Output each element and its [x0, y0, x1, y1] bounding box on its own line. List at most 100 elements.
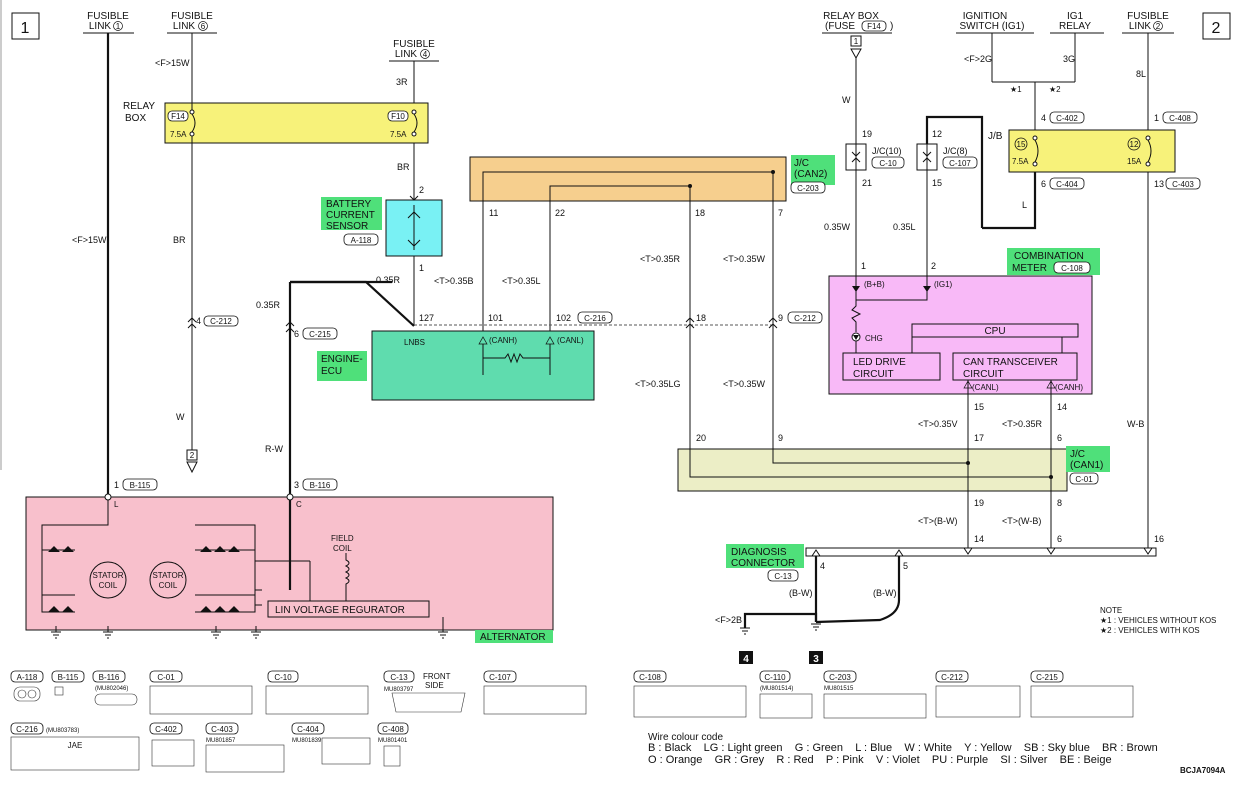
- svg-text:J/C: J/C: [1070, 449, 1085, 460]
- svg-text:C-10: C-10: [879, 159, 897, 168]
- svg-text:COIL: COIL: [99, 581, 118, 590]
- svg-text:2: 2: [419, 185, 424, 195]
- svg-text:C-403: C-403: [1172, 180, 1194, 189]
- svg-text:★2 : VEHICLES WITH KOS: ★2 : VEHICLES WITH KOS: [1100, 626, 1200, 635]
- svg-text:C-10: C-10: [274, 673, 292, 682]
- svg-text:<T>(W-B): <T>(W-B): [1002, 516, 1041, 526]
- svg-text:LINK: LINK: [173, 21, 196, 32]
- svg-text:8: 8: [1057, 498, 1062, 508]
- svg-text:J/B: J/B: [988, 131, 1003, 142]
- wire-fl6: <F>15W BR W 4 C-212 2: [155, 33, 239, 474]
- svg-text:4: 4: [196, 316, 201, 326]
- svg-text:19: 19: [974, 498, 984, 508]
- svg-text:20: 20: [696, 433, 706, 443]
- svg-text:SWITCH (IG1): SWITCH (IG1): [960, 21, 1025, 32]
- svg-text:<T>0.35L: <T>0.35L: [502, 276, 541, 286]
- jb: <F>2G 3G ★1 ★2 8L 4 C-402 1 C-408 J/B 15…: [964, 33, 1201, 548]
- svg-text:4: 4: [743, 654, 749, 665]
- svg-text:ALTERNATOR: ALTERNATOR: [480, 632, 546, 643]
- svg-text:<F>15W: <F>15W: [155, 58, 190, 68]
- svg-text:LNBS: LNBS: [404, 338, 425, 347]
- svg-text:F14: F14: [171, 112, 185, 121]
- svg-text:W: W: [176, 412, 185, 422]
- svg-text:(B-W): (B-W): [873, 588, 897, 598]
- relay-box-fuses: RELAY BOX F14 7.5A F10 7.5A: [123, 101, 418, 143]
- svg-text:<T>(B-W): <T>(B-W): [918, 516, 958, 526]
- svg-text:Wire colour code: Wire colour code: [648, 732, 723, 743]
- svg-text:FRONT: FRONT: [423, 672, 451, 681]
- svg-text:<F>2B: <F>2B: [715, 615, 742, 625]
- svg-text:LINK: LINK: [89, 21, 112, 32]
- svg-text:A-118: A-118: [351, 236, 372, 245]
- svg-text:(MU802046): (MU802046): [95, 686, 128, 692]
- page-number-left: 1: [21, 20, 30, 37]
- svg-text:C-107: C-107: [949, 159, 971, 168]
- svg-text:DIAGNOSIS: DIAGNOSIS: [731, 547, 787, 558]
- svg-text:COMBINATION: COMBINATION: [1014, 251, 1084, 262]
- svg-text:6: 6: [201, 22, 206, 31]
- svg-text:C-203: C-203: [797, 184, 819, 193]
- svg-text:O : Orange GR : Grey R :: O : Orange GR : Grey R : Red P : Pink V …: [648, 754, 1112, 766]
- svg-text:1: 1: [114, 480, 119, 490]
- svg-text:STATOR: STATOR: [92, 571, 123, 580]
- jc-can2-block: [469, 156, 787, 202]
- svg-text:LINK: LINK: [1129, 21, 1152, 32]
- svg-text:17: 17: [974, 433, 984, 443]
- svg-text:2: 2: [190, 451, 195, 460]
- svg-text:SIDE: SIDE: [425, 681, 444, 690]
- svg-text:C-13: C-13: [774, 572, 792, 581]
- svg-text:A-118: A-118: [17, 673, 38, 682]
- svg-text:(MU803783): (MU803783): [46, 728, 79, 734]
- svg-text:★2: ★2: [1049, 85, 1061, 94]
- svg-text:L: L: [114, 500, 119, 509]
- svg-text:C-215: C-215: [1036, 673, 1058, 682]
- svg-text:MU803797: MU803797: [384, 687, 414, 693]
- svg-text:LIN VOLTAGE REGURATOR: LIN VOLTAGE REGURATOR: [275, 605, 405, 616]
- svg-text:14: 14: [1057, 402, 1067, 412]
- svg-text:15A: 15A: [1127, 157, 1142, 166]
- jc-can1: J/C (CAN1) C-01 20 9 17 6 19 8 <T>(B-W) …: [689, 433, 1110, 548]
- svg-text:6: 6: [1057, 534, 1062, 544]
- svg-text:8L: 8L: [1136, 69, 1146, 79]
- svg-text:1: 1: [854, 37, 859, 46]
- engine-ecu: ENGINE- ECU LNBS 127 101 102 C-216 (CANH…: [317, 311, 613, 381]
- svg-text:J/C(8): J/C(8): [943, 146, 968, 156]
- svg-text:CONNECTOR: CONNECTOR: [731, 558, 795, 569]
- svg-text:0.35R: 0.35R: [256, 300, 281, 310]
- svg-text:): ): [890, 21, 893, 32]
- svg-text:C-01: C-01: [157, 673, 175, 682]
- svg-text:LINK: LINK: [395, 49, 418, 60]
- svg-text:127: 127: [419, 313, 434, 323]
- svg-text:IG1: IG1: [1067, 11, 1084, 22]
- svg-text:102: 102: [556, 313, 571, 323]
- svg-text:6: 6: [1041, 179, 1046, 189]
- svg-text:7: 7: [778, 208, 783, 218]
- svg-text:0.35W: 0.35W: [824, 222, 851, 232]
- svg-text:21: 21: [862, 178, 872, 188]
- svg-text:2: 2: [931, 261, 936, 271]
- fusible-link-6: FUSIBLE LINK 6: [167, 11, 217, 34]
- svg-text:MU801857: MU801857: [206, 738, 236, 744]
- svg-text:FUSIBLE: FUSIBLE: [393, 39, 435, 50]
- svg-text:RELAY: RELAY: [123, 101, 155, 112]
- svg-text:ENGINE-: ENGINE-: [321, 354, 363, 365]
- ig1-relay: IG1 RELAY: [1050, 11, 1104, 34]
- svg-text:7.5A: 7.5A: [170, 130, 187, 139]
- svg-text:7.5A: 7.5A: [390, 130, 407, 139]
- page-number-right-box: [1202, 12, 1231, 40]
- svg-text:B-115: B-115: [58, 673, 79, 682]
- svg-text:SENSOR: SENSOR: [326, 221, 368, 232]
- page-number-left-box: [11, 12, 40, 40]
- svg-text:4: 4: [1041, 113, 1046, 123]
- svg-text:RELAY BOX: RELAY BOX: [823, 11, 879, 22]
- svg-text:<F>2G: <F>2G: [964, 54, 992, 64]
- svg-text:<T>0.35W: <T>0.35W: [723, 254, 766, 264]
- svg-text:B : Black LG : Light green: B : Black LG : Light green G : Green L :…: [648, 742, 1158, 754]
- svg-text:C-216: C-216: [584, 314, 606, 323]
- svg-text:B-115: B-115: [130, 481, 151, 490]
- svg-text:<T>0.35R: <T>0.35R: [1002, 419, 1043, 429]
- svg-text:<F>15W: <F>15W: [72, 235, 107, 245]
- svg-text:JAE: JAE: [68, 741, 83, 750]
- diagnosis-connector: DIAGNOSIS CONNECTOR C-13 14 6 16 4 5 (B-…: [715, 534, 1164, 665]
- svg-text:C-108: C-108: [639, 673, 661, 682]
